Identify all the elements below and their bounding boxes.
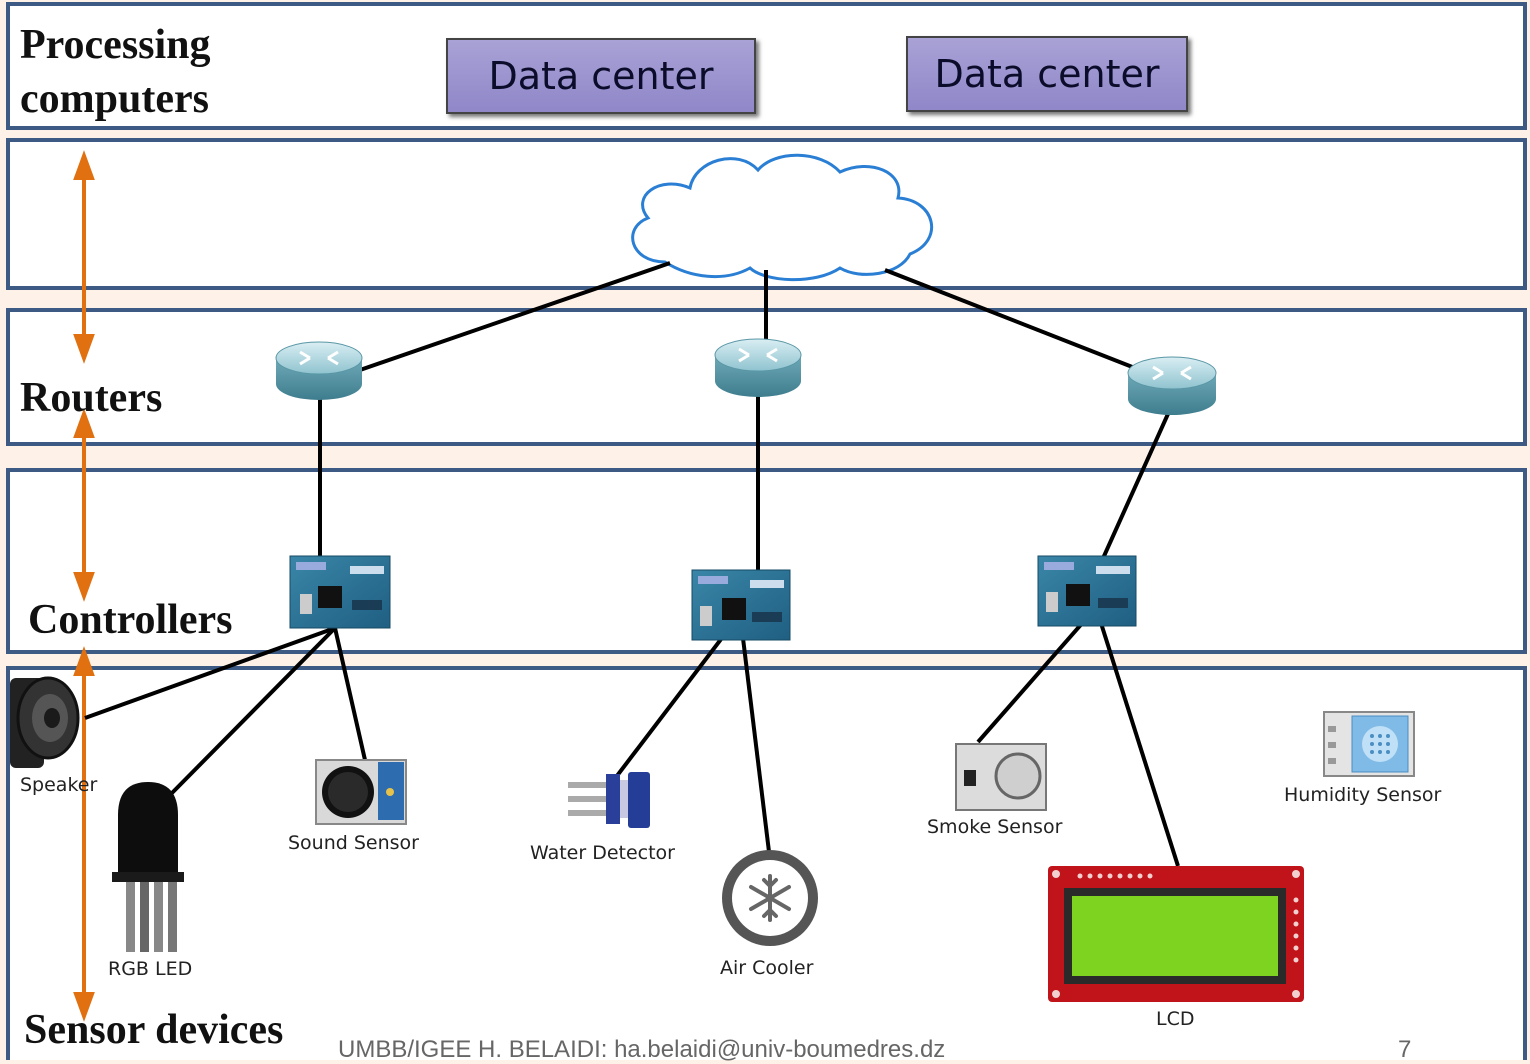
controller-board-icon-2 — [691, 569, 791, 641]
layer-label-controllers: Controllers — [28, 597, 233, 643]
device-label-air-cooler: Air Cooler — [720, 957, 814, 979]
layer-label-routers: Routers — [20, 375, 163, 421]
layer-label-sensors: Sensor devices — [24, 1007, 284, 1053]
air-cooler-icon — [722, 850, 818, 946]
device-label-humidity-sensor: Humidity Sensor — [1284, 784, 1442, 806]
band-processing — [6, 2, 1527, 130]
router-icon-3 — [1127, 356, 1217, 415]
water-detector-icon — [568, 772, 650, 828]
data-center-box-1: Data center — [446, 38, 756, 114]
footer-author: UMBB/IGEE H. BELAIDI: ha.belaidi@univ-bo… — [338, 1036, 946, 1063]
device-label-rgb-led: RGB LED — [108, 958, 193, 980]
footer-page-number: 7 — [1398, 1036, 1412, 1063]
device-label-smoke-sensor: Smoke Sensor — [927, 816, 1063, 838]
router-icon-2 — [714, 338, 802, 397]
band-controllers — [6, 468, 1527, 654]
controller-board-icon-1 — [289, 555, 391, 629]
router-icon-1 — [275, 341, 363, 400]
device-label-water-detector: Water Detector — [530, 842, 675, 864]
device-label-lcd: LCD — [1156, 1008, 1195, 1030]
rgb-led-icon — [112, 782, 184, 952]
cloud-icon — [631, 153, 934, 282]
speaker-icon — [10, 676, 80, 768]
controller-board-icon-3 — [1037, 555, 1137, 627]
connection-lines — [84, 261, 1180, 867]
layer-label-processing: Processing computers — [20, 22, 211, 122]
smoke-sensor-icon — [955, 743, 1047, 811]
humidity-sensor-icon — [1323, 711, 1415, 777]
lcd-icon — [1048, 866, 1304, 1002]
device-label-sound-sensor: Sound Sensor — [288, 832, 419, 854]
layer-arrows — [73, 150, 95, 1022]
sound-sensor-icon — [315, 759, 407, 825]
data-center-box-2: Data center — [906, 36, 1188, 112]
device-label-speaker: Speaker — [20, 774, 98, 796]
